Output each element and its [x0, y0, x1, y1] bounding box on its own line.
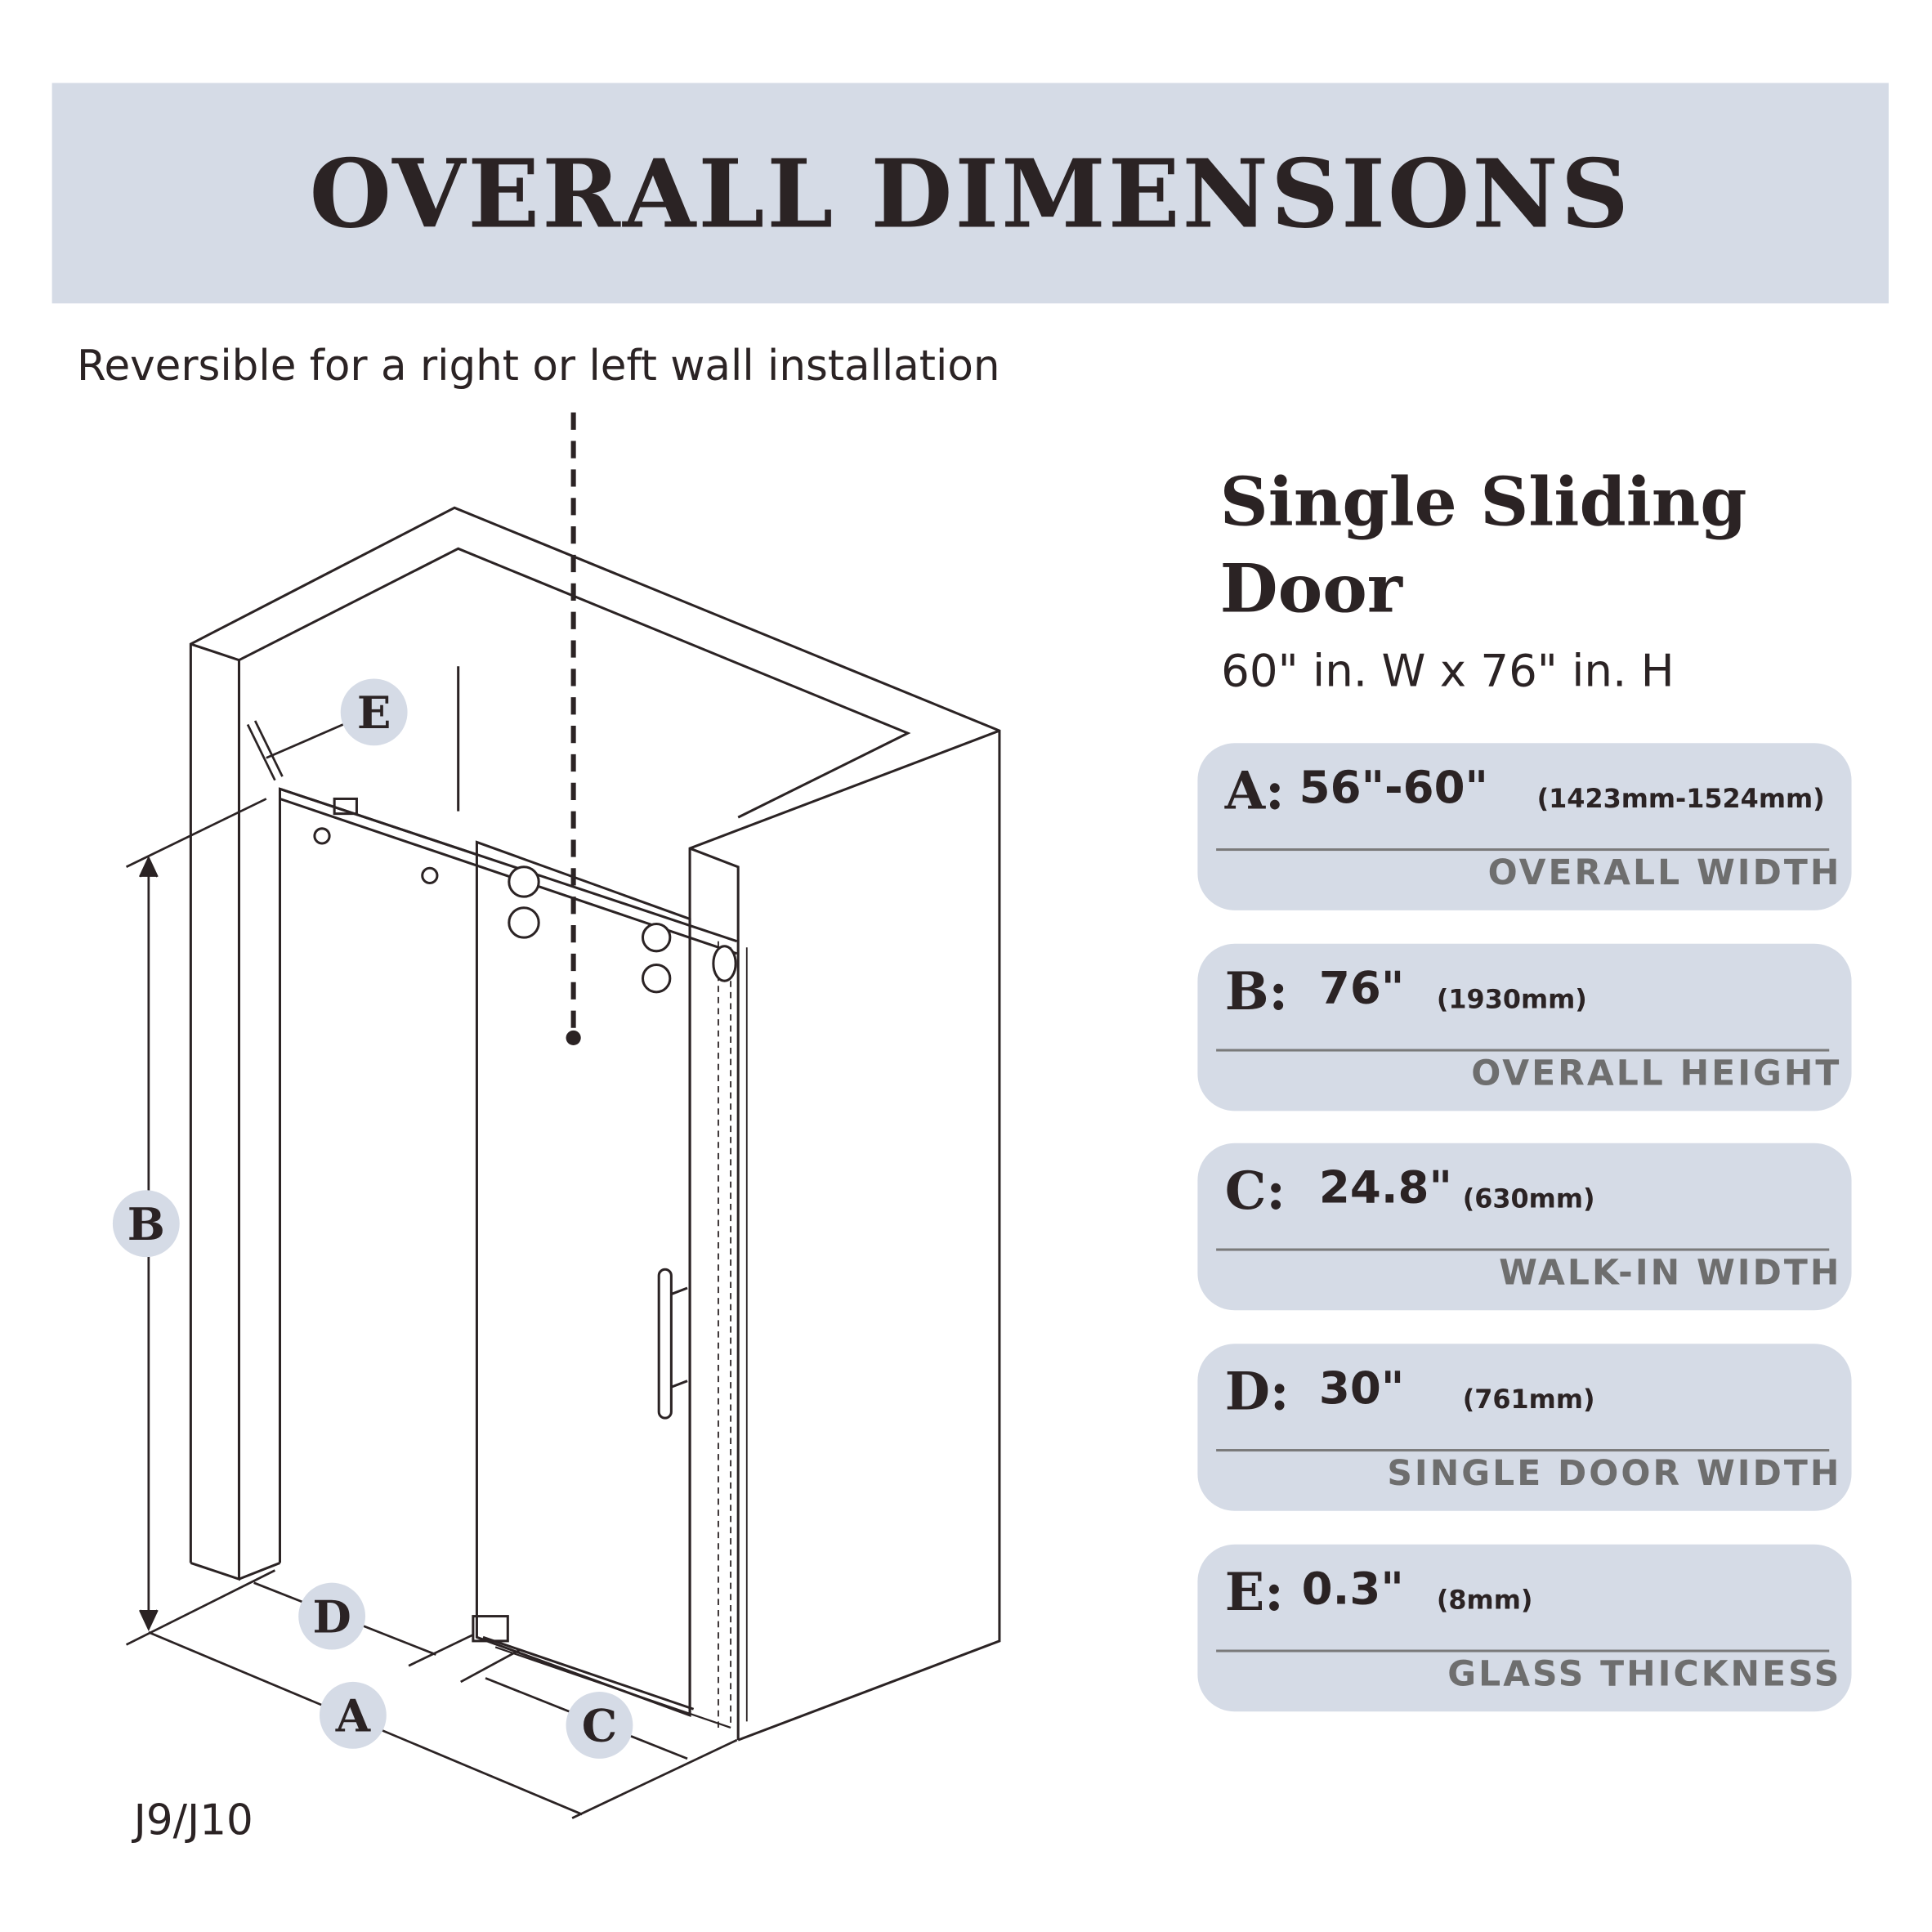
product-title: Single Sliding Door [1219, 462, 1747, 628]
label-b: B [127, 1198, 165, 1250]
enclosure-outline [189, 506, 1001, 1742]
spec-value: 76" [1318, 963, 1405, 1015]
spec-label: SINGLE DOOR WIDTH [1387, 1452, 1842, 1494]
spec-mm: (1423mm-1524mm) [1536, 784, 1825, 814]
spec-letter: D: [1224, 1361, 1290, 1422]
fixed-glass-panel [278, 787, 738, 1563]
title-band: OVERALL DIMENSIONS [51, 83, 1889, 304]
spec-label: OVERALL WIDTH [1487, 852, 1842, 893]
center-dashed-line [566, 412, 581, 1045]
spec-value: 24.8" [1318, 1162, 1452, 1214]
model-number: J9/J10 [133, 1796, 253, 1845]
spec-label: GLASS THICKNESS [1447, 1653, 1842, 1695]
spec-letter: A: [1224, 760, 1285, 821]
divider [1216, 1049, 1830, 1052]
spec-card-e: E: 0.3" (8mm) GLASS THICKNESS [1197, 1544, 1852, 1712]
spec-mm: (761mm) [1462, 1384, 1595, 1415]
spec-value: 0.3" [1301, 1563, 1404, 1616]
spec-label: OVERALL HEIGHT [1471, 1053, 1842, 1094]
spec-card-d: D: 30" (761mm) SINGLE DOOR WIDTH [1197, 1344, 1852, 1511]
spec-letter: B: [1224, 960, 1289, 1022]
spec-mm: (8mm) [1436, 1585, 1533, 1616]
product-size: 60" in. W x 76" in. H [1221, 646, 1675, 698]
spec-letter: E: [1224, 1561, 1284, 1623]
spec-mm: (630mm) [1462, 1183, 1595, 1214]
spec-label: WALK-IN WIDTH [1499, 1252, 1842, 1294]
spec-card-c: C: 24.8" (630mm) WALK-IN WIDTH [1197, 1143, 1852, 1311]
dimension-lines [125, 720, 738, 1819]
sliding-door [472, 840, 748, 1729]
spec-value: 30" [1318, 1363, 1405, 1415]
divider [1216, 1649, 1830, 1652]
spec-letter: C: [1224, 1160, 1286, 1222]
dimension-badges: B D A C E [112, 678, 633, 1759]
spec-card-b: B: 76" (1930mm) OVERALL HEIGHT [1197, 943, 1852, 1111]
rollers [508, 865, 737, 994]
label-e: E [357, 686, 391, 739]
spec-mm: (1930mm) [1436, 984, 1587, 1015]
spec-card-a: A: 56"-60" (1423mm-1524mm) OVERALL WIDTH [1197, 743, 1852, 910]
divider [1216, 1248, 1830, 1251]
label-d: D [312, 1590, 351, 1643]
page-title: OVERALL DIMENSIONS [309, 137, 1631, 248]
door-handle [657, 1268, 688, 1420]
reversible-note: Reversible for a right or left wall inst… [76, 342, 1000, 391]
divider [1216, 848, 1830, 852]
label-c: C [582, 1700, 617, 1752]
spec-value: 56"-60" [1299, 763, 1488, 814]
label-a: A [335, 1690, 371, 1742]
divider [1216, 1449, 1830, 1452]
